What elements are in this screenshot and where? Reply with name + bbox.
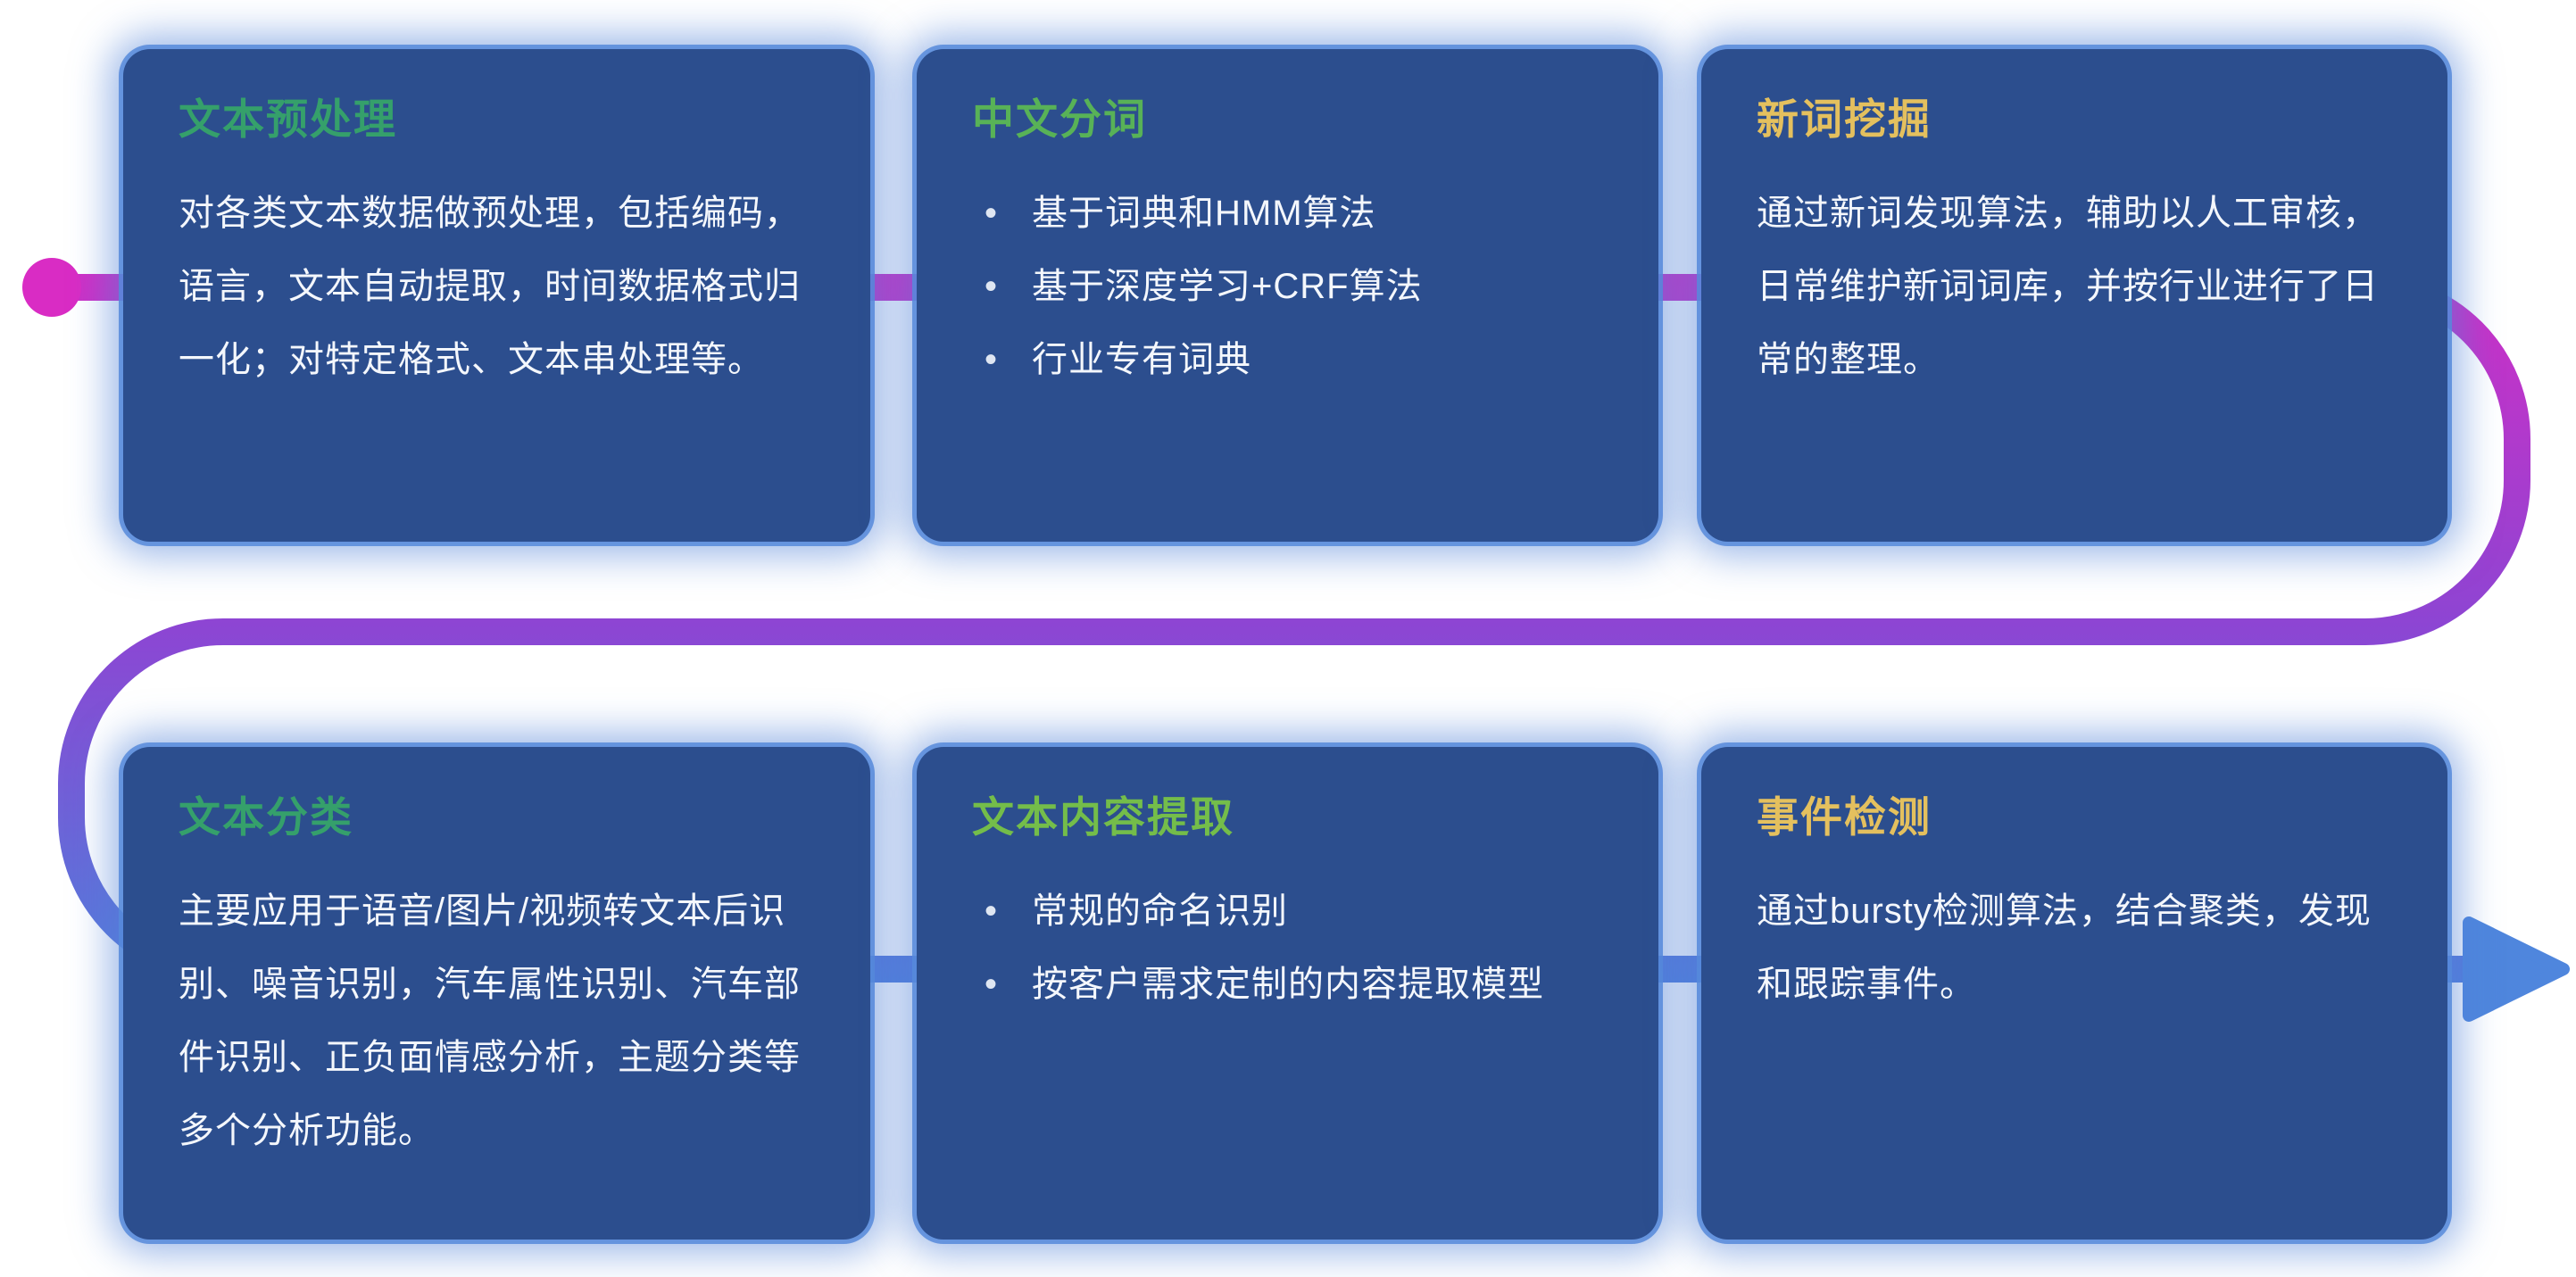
card-text-content-extraction: 文本内容提取 • 常规的命名识别 • 按客户需求定制的内容提取模型 [917, 747, 1658, 1240]
bullet-icon: • [985, 891, 999, 932]
card-title: 文本预处理 [179, 95, 397, 143]
card-body: 对各类文本数据做预处理，包括编码，语言，文本自动提取，时间数据格式归一化；对特定… [179, 194, 801, 380]
card-bullet-list: • 常规的命名识别 • 按客户需求定制的内容提取模型 [972, 875, 1608, 1021]
card-chinese-word-segmentation: 中文分词 • 基于词典和HMM算法 • 基于深度学习+CRF算法 • 行业专有词… [917, 49, 1658, 542]
bullet-icon: • [985, 965, 999, 1005]
bullet-item: • 常规的命名识别 [985, 875, 1608, 948]
card-bullet-list: • 基于词典和HMM算法 • 基于深度学习+CRF算法 • 行业专有词典 [972, 177, 1608, 396]
bullet-item: • 行业专有词典 [985, 323, 1608, 396]
bullet-icon: • [985, 194, 999, 234]
bullet-text: 基于深度学习+CRF算法 [1032, 267, 1423, 307]
card-title: 新词挖掘 [1757, 95, 1932, 143]
bullet-text: 按客户需求定制的内容提取模型 [1032, 965, 1545, 1005]
card-new-word-mining: 新词挖掘 通过新词发现算法，辅助以人工审核，日常维护新词词库，并按行业进行了日常… [1701, 49, 2447, 542]
bullet-icon: • [985, 340, 999, 380]
card-title: 事件检测 [1757, 793, 1932, 841]
card-title: 中文分词 [972, 95, 1147, 143]
card-title: 文本分类 [179, 793, 353, 841]
bullet-text: 基于词典和HMM算法 [1032, 194, 1376, 234]
flow-end-arrow-icon [2463, 916, 2570, 1022]
flow-line [38, 274, 2530, 983]
flow-start-dot [22, 258, 81, 317]
bullet-icon: • [985, 267, 999, 307]
card-body: 通过新词发现算法，辅助以人工审核，日常维护新词词库，并按行业进行了日常的整理。 [1757, 194, 2379, 380]
card-text-preprocessing: 文本预处理 对各类文本数据做预处理，包括编码，语言，文本自动提取，时间数据格式归… [123, 49, 870, 542]
card-title: 文本内容提取 [972, 793, 1234, 841]
bullet-item: • 按客户需求定制的内容提取模型 [985, 948, 1608, 1021]
bullet-text: 行业专有词典 [1032, 340, 1252, 380]
card-text-classification: 文本分类 主要应用于语音/图片/视频转文本后识别、噪音识别，汽车属性识别、汽车部… [123, 747, 870, 1240]
card-body: 通过bursty检测算法，结合聚类，发现和跟踪事件。 [1757, 891, 2372, 1005]
bullet-item: • 基于词典和HMM算法 [985, 177, 1608, 250]
bullet-item: • 基于深度学习+CRF算法 [985, 250, 1608, 323]
card-event-detection: 事件检测 通过bursty检测算法，结合聚类，发现和跟踪事件。 [1701, 747, 2447, 1240]
bullet-text: 常规的命名识别 [1032, 891, 1289, 932]
card-body: 主要应用于语音/图片/视频转文本后识别、噪音识别，汽车属性识别、汽车部件识别、正… [179, 891, 801, 1151]
